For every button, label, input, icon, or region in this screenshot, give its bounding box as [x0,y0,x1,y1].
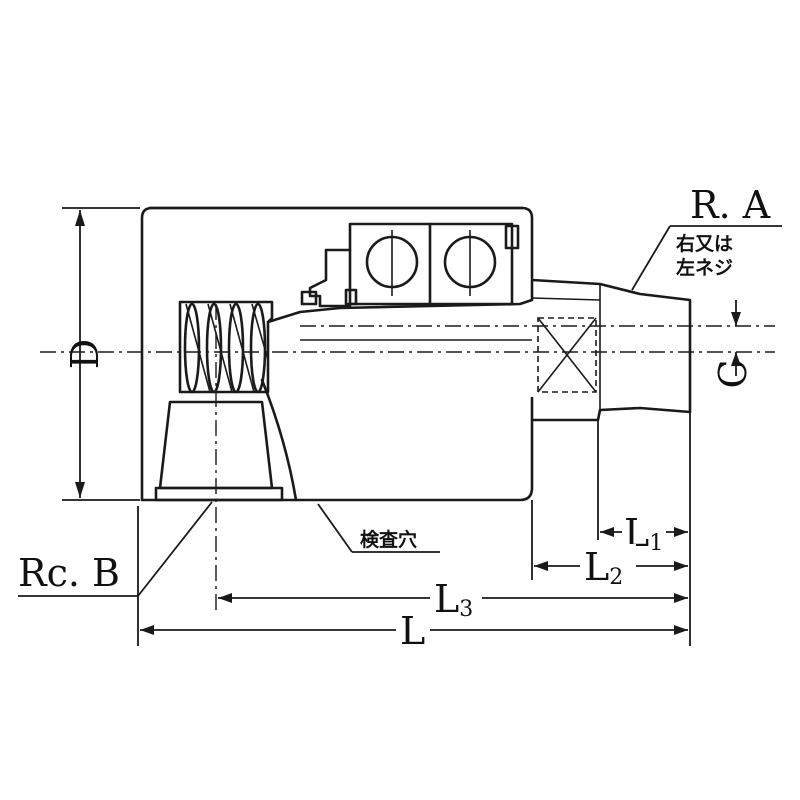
shaft-hub-line [531,297,601,301]
wrench-flat-cross-2 [537,317,597,393]
dim-l1-label-bg [622,510,666,546]
spring-winding [185,303,269,393]
retaining-ring [300,290,318,306]
dim-l-label: L [400,609,425,653]
thread-note-line1: 右又は [675,232,733,255]
dim-l-arrow-right [674,625,688,635]
inspection-hole-label: 検査穴 [360,528,417,551]
bearing-seal-tab [504,224,520,250]
dim-l-arrow-left [140,625,154,635]
dim-l-label-bg [396,610,430,650]
spring-guide [178,300,274,394]
dim-l2-arrow-right [674,561,688,571]
spring-coil-2 [205,302,223,394]
port-b-leader [137,501,213,597]
seal-flange [154,486,284,502]
dim-l3-arrow-left [218,593,232,603]
spring-coil-1 [183,302,201,394]
dim-l3-label: L3 [434,577,473,622]
dim-l1-arrow-left [600,527,614,537]
thread-a-label: R. A [690,183,771,227]
housing-outline [140,206,534,502]
dim-l1-arrow-right [674,527,688,537]
wrench-flat [537,317,597,393]
dim-l2-arrow-left [534,561,548,571]
dim-c-arrow [731,312,741,326]
shaft-upper-edge [266,278,692,422]
snap-ring [344,288,358,306]
inner-sweep [260,378,298,502]
dim-l2-label: L2 [584,545,623,590]
dim-c-arrow-lower [731,352,741,366]
dim-l3-label-bg [430,576,482,616]
dim-l2-label-bg [580,544,636,582]
spring-coil-3 [227,302,245,394]
port-b-label: Rc. B [18,551,120,595]
dim-d-arrow-top [75,210,85,226]
dim-d-label: D [63,339,107,369]
thread-note-line2: 左ネジ [676,256,733,279]
spring-coil-4 [249,302,267,394]
dim-l3-arrow-right [674,593,688,603]
dim-d-arrow-bottom [75,482,85,498]
inspection-leader [317,503,353,553]
thread-a-leader [631,225,671,291]
dim-c-label: C [711,359,755,388]
